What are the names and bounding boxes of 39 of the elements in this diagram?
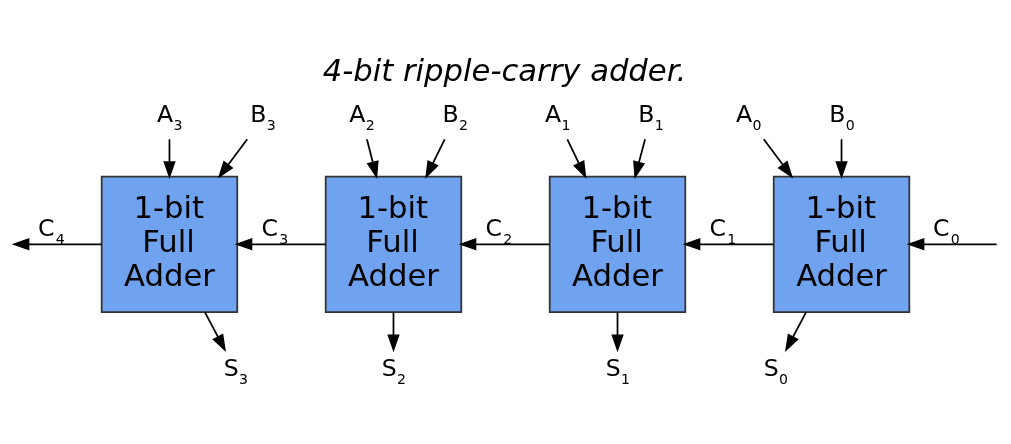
- arrow: [387, 311, 400, 352]
- node-box: 1-bit Full Adder: [548, 175, 687, 313]
- arrow: [633, 137, 646, 179]
- edge-label: C$_{0}$: [932, 213, 960, 247]
- node-box: 1-bit Full Adder: [100, 175, 239, 313]
- arrow: [566, 137, 587, 179]
- arrow: [11, 237, 103, 250]
- node-text: S$_{2}$: [381, 353, 407, 387]
- edge-label: C$_{2}$: [485, 213, 513, 247]
- node-text: S$_{0}$: [763, 353, 789, 387]
- node-text: A$_{1}$: [545, 99, 571, 133]
- arrow: [785, 311, 807, 352]
- node-text: A$_{0}$: [736, 99, 762, 133]
- node-box: 1-bit Full Adder: [772, 175, 911, 313]
- arrow: [682, 237, 775, 250]
- arrow: [458, 237, 551, 250]
- node-text: A$_{2}$: [349, 99, 375, 133]
- edge-label: C$_{1}$: [709, 213, 737, 247]
- node-text: A$_{3}$: [157, 99, 183, 133]
- edge-label: C$_{3}$: [261, 213, 289, 247]
- arrow: [835, 137, 848, 179]
- node-text: B$_{3}$: [250, 99, 276, 133]
- arrow: [906, 237, 998, 250]
- node-text: B$_{1}$: [638, 99, 664, 133]
- arrow: [366, 137, 379, 179]
- arrow: [204, 311, 226, 352]
- node-text: B$_{0}$: [829, 99, 855, 133]
- edge-label: C$_{4}$: [38, 213, 65, 247]
- arrow: [762, 137, 794, 178]
- node-text: B$_{2}$: [442, 99, 468, 133]
- arrow: [163, 137, 176, 179]
- arrow: [611, 311, 624, 352]
- node-text: S$_{1}$: [605, 353, 631, 387]
- arrow: [234, 237, 327, 250]
- diagram-title: 4-bit ripple-carry adder.: [322, 52, 687, 88]
- node-box: 1-bit Full Adder: [324, 175, 463, 313]
- arrow: [425, 137, 446, 179]
- node-text: S$_{3}$: [223, 353, 249, 387]
- arrow: [217, 137, 249, 178]
